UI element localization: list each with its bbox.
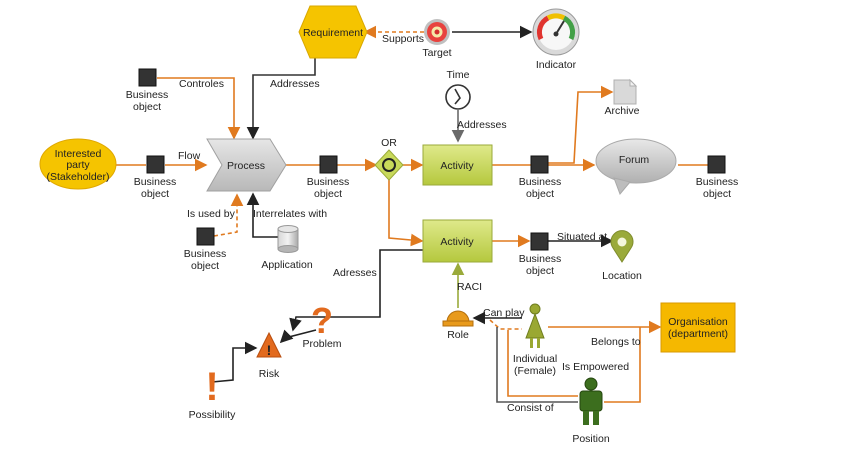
problem-label: Problem <box>302 338 341 350</box>
target-node[interactable]: Target <box>422 19 452 59</box>
possibility-risk-edge <box>211 341 258 383</box>
indicator-label: Indicator <box>536 59 577 71</box>
organisation-line1: Organisation <box>668 316 728 328</box>
addresses-label-2: Addresses <box>457 119 507 131</box>
problem-risk-edge <box>279 329 317 344</box>
business-object-1[interactable]: Business object <box>126 68 169 113</box>
forum-label: Forum <box>619 154 650 166</box>
interrelates-edge <box>246 192 289 244</box>
activity-1-label: Activity <box>440 160 474 172</box>
business-object-7[interactable]: Business object <box>519 232 562 277</box>
position-role-edge <box>507 330 578 397</box>
controles-edge <box>157 77 241 140</box>
adresses-label: Adresses <box>333 267 377 279</box>
business-object-6[interactable]: Business object <box>184 227 227 272</box>
risk-label: Risk <box>259 368 280 380</box>
business-object-3[interactable]: Business object <box>307 155 350 200</box>
exclamation-icon: ! <box>267 342 272 358</box>
business-object-2-line1: Business <box>134 176 177 188</box>
archive-node[interactable]: Archive <box>604 78 640 117</box>
business-object-6-line1: Business <box>184 248 227 260</box>
activity-1-node[interactable]: Activity <box>422 144 493 186</box>
is-used-by-edge <box>213 193 244 237</box>
is-empowered-edge <box>604 327 641 403</box>
supports-label: Supports <box>382 33 424 45</box>
business-object-6-line2: object <box>191 260 219 272</box>
flow-edge-or-to-activity2 <box>388 178 424 247</box>
business-object-2-line2: object <box>141 188 169 200</box>
or-label: OR <box>381 137 397 149</box>
position-node[interactable]: Position <box>572 377 610 445</box>
individual-node[interactable]: Individual (Female) <box>513 303 557 377</box>
business-object-4-line1: Business <box>519 176 562 188</box>
belongs-to-label: Belongs to <box>591 336 641 348</box>
addresses-label-1: Addresses <box>270 78 320 90</box>
activity-2-label: Activity <box>440 236 474 248</box>
organisation-line2: (department) <box>668 328 728 340</box>
possibility-exclamation-icon: ! <box>205 365 218 409</box>
business-object-2[interactable]: Business object <box>134 155 177 200</box>
individual-line2: (Female) <box>514 365 556 377</box>
archive-label: Archive <box>604 105 639 117</box>
business-object-3-line1: Business <box>307 176 350 188</box>
requirement-label: Requirement <box>303 27 363 39</box>
interested-party-line3: (Stakeholder) <box>46 171 109 183</box>
process-node[interactable]: Process <box>206 138 287 192</box>
business-object-1-line2: object <box>133 101 161 113</box>
process-label: Process <box>227 160 265 172</box>
requirement-node[interactable]: Requirement <box>298 5 368 59</box>
forum-node[interactable]: Forum <box>595 138 677 195</box>
business-object-5[interactable]: Business object <box>696 155 739 200</box>
time-node[interactable]: Time <box>445 69 471 110</box>
business-object-5-line1: Business <box>696 176 739 188</box>
possibility-node[interactable]: ! Possibility <box>189 365 236 421</box>
consist-of-edge <box>496 327 578 403</box>
business-object-4-line2: object <box>526 188 554 200</box>
edge-labels: Supports Controles Addresses Flow Addres… <box>178 33 641 414</box>
interested-party-node[interactable]: Interested party (Stakeholder) <box>39 138 117 190</box>
or-gateway[interactable]: OR <box>374 137 404 181</box>
location-label: Location <box>602 270 642 282</box>
target-label: Target <box>422 47 451 59</box>
question-mark-icon: ? <box>311 300 333 341</box>
is-empowered-label: Is Empowered <box>562 361 629 373</box>
consist-of-label: Consist of <box>507 402 554 414</box>
situated-at-label: Situated at <box>557 231 607 243</box>
connectors <box>115 25 708 403</box>
raci-label: RACI <box>457 281 482 293</box>
interested-party-line2: party <box>66 159 90 171</box>
indicator-node[interactable]: Indicator <box>532 8 580 71</box>
risk-node[interactable]: ! Risk <box>256 331 282 380</box>
flow-label: Flow <box>178 150 201 162</box>
business-object-1-line1: Business <box>126 89 169 101</box>
application-node[interactable]: Application <box>261 225 313 272</box>
individual-dashed-edge <box>489 319 522 330</box>
business-object-4[interactable]: Business object <box>519 155 562 200</box>
flow-edge-bo4-to-archive <box>548 85 614 164</box>
business-object-7-line2: object <box>526 265 554 277</box>
position-label: Position <box>572 433 610 445</box>
location-node[interactable]: Location <box>602 230 642 282</box>
problem-node[interactable]: ? Problem <box>302 300 341 350</box>
role-node[interactable]: Role <box>442 310 474 341</box>
business-object-3-line2: object <box>314 188 342 200</box>
is-used-by-label: Is used by <box>187 208 236 220</box>
individual-line1: Individual <box>513 353 557 365</box>
role-label: Role <box>447 329 469 341</box>
adresses-edge <box>289 249 424 332</box>
can-play-label: Can play <box>483 307 525 319</box>
interrelates-with-label: Interrelates with <box>253 208 327 220</box>
organisation-node[interactable]: Organisation (department) <box>660 302 736 353</box>
business-object-7-line1: Business <box>519 253 562 265</box>
controles-label: Controles <box>179 78 224 90</box>
application-label: Application <box>261 259 313 271</box>
activity-2-node[interactable]: Activity <box>422 219 493 263</box>
interested-party-line1: Interested <box>55 148 102 160</box>
business-object-5-line2: object <box>703 188 731 200</box>
addresses-edge-1 <box>246 48 316 140</box>
time-label: Time <box>447 69 470 81</box>
possibility-label: Possibility <box>189 409 236 421</box>
